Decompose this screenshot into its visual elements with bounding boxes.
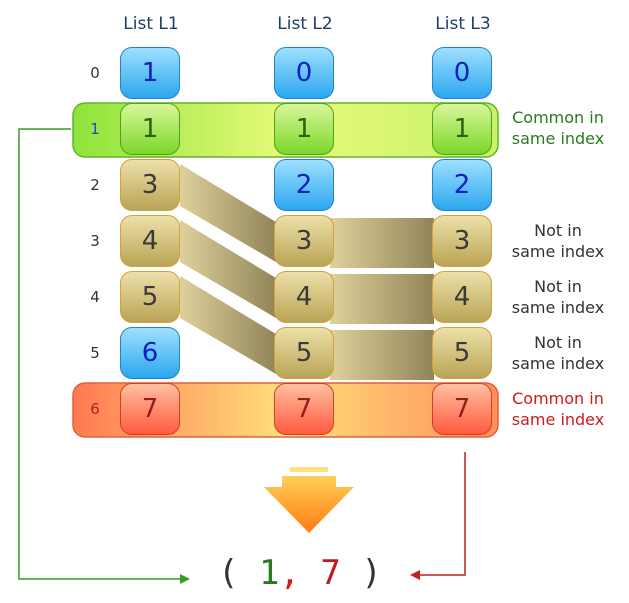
l2-cell-0: 0 bbox=[274, 47, 334, 99]
result-close-paren: ) bbox=[361, 553, 382, 593]
shift-band-3 bbox=[180, 164, 276, 262]
l1-cell-2: 3 bbox=[120, 159, 180, 211]
note-not-5-line1: Not in bbox=[534, 333, 582, 352]
down-arrow-icon bbox=[264, 476, 354, 533]
l1-cell-1: 1 bbox=[120, 103, 180, 155]
red-connector bbox=[420, 452, 466, 576]
header-list-l1: List L1 bbox=[123, 14, 179, 34]
note-common-6-line1: Common in bbox=[512, 389, 604, 408]
l3-cell-3: 3 bbox=[432, 215, 492, 267]
result-tuple: ( 1, 7 ) bbox=[218, 553, 382, 593]
note-not-5-line2: same index bbox=[511, 354, 605, 373]
note-not-3: Not in same index bbox=[498, 220, 618, 262]
arrow-bar bbox=[290, 467, 328, 472]
note-not-3-line1: Not in bbox=[534, 221, 582, 240]
l1-cell-5: 6 bbox=[120, 327, 180, 379]
note-common-1-line2: same index bbox=[511, 129, 605, 148]
result-open-paren: ( bbox=[218, 553, 239, 593]
index-1: 1 bbox=[90, 120, 100, 138]
l2-cell-5: 5 bbox=[274, 327, 334, 379]
index-0: 0 bbox=[90, 64, 100, 82]
shift-band-5 bbox=[180, 276, 276, 374]
result-separator: , bbox=[279, 553, 300, 593]
index-2: 2 bbox=[90, 176, 100, 194]
note-not-4-line2: same index bbox=[511, 298, 605, 317]
index-4: 4 bbox=[90, 288, 100, 306]
header-list-l3: List L3 bbox=[435, 14, 491, 34]
note-common-1: Common in same index bbox=[498, 107, 618, 149]
note-common-1-line1: Common in bbox=[512, 108, 604, 127]
l1-cell-4: 5 bbox=[120, 271, 180, 323]
green-arrowhead-icon bbox=[180, 574, 190, 584]
l1-cell-3: 4 bbox=[120, 215, 180, 267]
l2-cell-3: 3 bbox=[274, 215, 334, 267]
link-band-4 bbox=[330, 274, 434, 324]
l1-cell-0: 1 bbox=[120, 47, 180, 99]
index-6: 6 bbox=[90, 400, 100, 418]
red-arrowhead-icon bbox=[410, 570, 420, 580]
index-5: 5 bbox=[90, 344, 100, 362]
note-not-3-line2: same index bbox=[511, 242, 605, 261]
l3-cell-6: 7 bbox=[432, 383, 492, 435]
l2-cell-1: 1 bbox=[274, 103, 334, 155]
result-second-value: 7 bbox=[320, 553, 341, 593]
link-band-3 bbox=[330, 218, 434, 268]
shift-band-4 bbox=[180, 220, 276, 318]
l2-cell-4: 4 bbox=[274, 271, 334, 323]
note-not-5: Not in same index bbox=[498, 332, 618, 374]
note-common-6: Common in same index bbox=[498, 388, 618, 430]
l3-cell-4: 4 bbox=[432, 271, 492, 323]
l3-cell-1: 1 bbox=[432, 103, 492, 155]
green-connector bbox=[18, 128, 180, 580]
l2-cell-6: 7 bbox=[274, 383, 334, 435]
l1-cell-6: 7 bbox=[120, 383, 180, 435]
result-first-value: 1 bbox=[258, 553, 280, 593]
link-band-5 bbox=[330, 330, 434, 380]
note-common-6-line2: same index bbox=[511, 410, 605, 429]
l2-cell-2: 2 bbox=[274, 159, 334, 211]
note-not-4-line1: Not in bbox=[534, 277, 582, 296]
index-3: 3 bbox=[90, 232, 100, 250]
l3-cell-0: 0 bbox=[432, 47, 492, 99]
l3-cell-5: 5 bbox=[432, 327, 492, 379]
note-not-4: Not in same index bbox=[498, 276, 618, 318]
l3-cell-2: 2 bbox=[432, 159, 492, 211]
header-list-l2: List L2 bbox=[277, 14, 333, 34]
